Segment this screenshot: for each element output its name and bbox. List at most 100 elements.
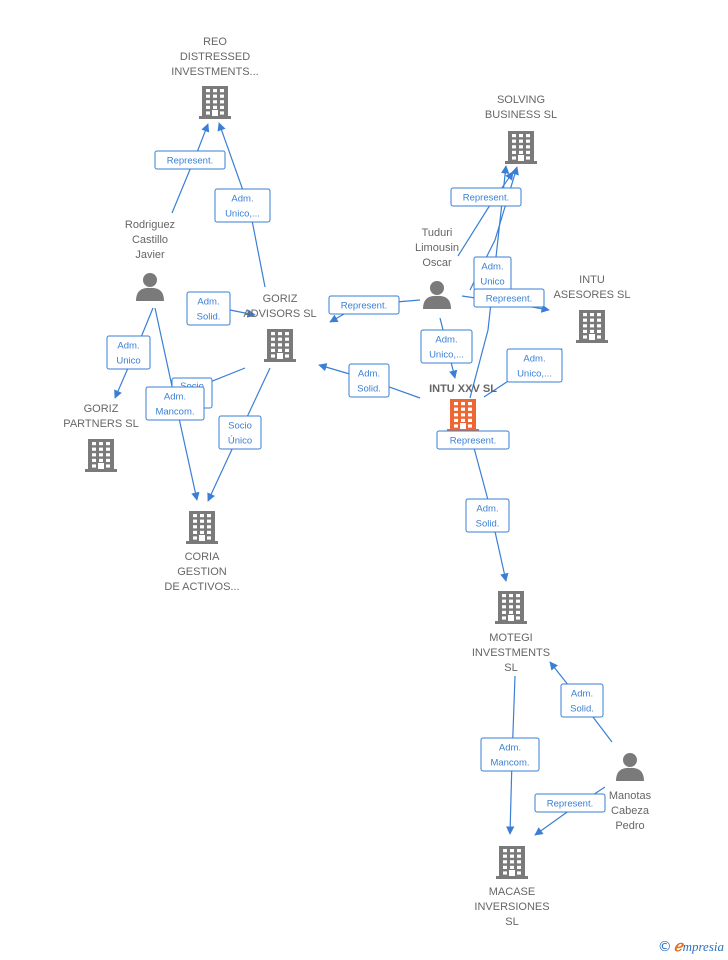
edge-label-box xyxy=(328,295,400,315)
edge-label-text: Adm. xyxy=(481,262,503,273)
node-label-line: Cabeza xyxy=(611,805,650,817)
edge-label-e1[interactable]: Represent. xyxy=(154,150,226,170)
edge-label-text: Único xyxy=(228,436,252,447)
node-intu-xxv[interactable]: INTU XXV SL xyxy=(429,383,497,432)
edge-label-text: Adm. xyxy=(435,335,457,346)
edge-label-e3[interactable]: Adm. Solid. xyxy=(186,291,231,326)
edge-layer xyxy=(114,122,613,836)
node-label-line: Castillo xyxy=(132,234,168,246)
edge-label-text: Solid. xyxy=(197,312,221,323)
edge-label-text: Represent. xyxy=(463,193,509,204)
node-label-line: SL xyxy=(505,916,518,928)
edge-label-e6[interactable]: Adm. Mancom. xyxy=(145,386,205,421)
node-label-line: Rodriguez xyxy=(125,219,175,231)
copyright-icon: © xyxy=(657,939,672,955)
node-label-line: MACASE xyxy=(489,886,535,898)
node-label-line: ADVISORS SL xyxy=(243,308,316,320)
edge-label-text: Mancom. xyxy=(155,407,194,418)
edge-label-box xyxy=(473,288,545,308)
node-label-line: REO xyxy=(203,36,227,48)
node-label-line: PARTNERS SL xyxy=(63,418,138,430)
edge-label-text: Adm. xyxy=(164,392,186,403)
node-label-line: INVERSIONES xyxy=(474,901,549,913)
edge-label-e2[interactable]: Adm.Unico,... xyxy=(214,188,271,223)
edge-label-text: Represent. xyxy=(486,294,532,305)
edge-label-text: Adm. xyxy=(499,743,521,754)
edge-label-box xyxy=(214,188,271,223)
node-layer: REO DISTRESSED INVESTMENTS... SOLVINGBUSINE… xyxy=(63,36,651,928)
edge-label-box xyxy=(145,386,205,421)
edge-label-box xyxy=(450,187,522,207)
edge-label-text: Unico xyxy=(116,356,140,367)
edge-label-e13[interactable]: Adm.Unico,... xyxy=(506,348,563,383)
node-label-line: ASESORES SL xyxy=(553,289,630,301)
edge-label-e17[interactable]: Adm. Solid. xyxy=(560,683,604,718)
edge-label-box xyxy=(154,150,226,170)
node-label-line: MOTEGI xyxy=(489,632,532,644)
edge-label-text: Mancom. xyxy=(490,758,529,769)
edge-label-text: Represent. xyxy=(547,799,593,810)
node-label-line: GESTION xyxy=(177,566,227,578)
building-icon xyxy=(495,591,527,624)
building-icon xyxy=(447,399,479,432)
building-icon xyxy=(264,329,296,362)
edge-label-text: Adm. xyxy=(571,689,593,700)
edge-label-box xyxy=(506,348,563,383)
edge-label-box xyxy=(465,498,510,533)
edge-label-e19[interactable]: Represent. xyxy=(534,793,606,813)
node-label-line: Limousin xyxy=(415,242,459,254)
edge-label-box xyxy=(420,329,473,364)
edge-label-e9[interactable]: Adm.Unico xyxy=(473,256,512,291)
edge-label-text: Solid. xyxy=(357,384,381,395)
building-icon xyxy=(199,86,231,119)
edge-label-text: Represent. xyxy=(450,436,496,447)
edge-label-e18[interactable]: Adm. Mancom. xyxy=(480,737,540,772)
node-label-line: DISTRESSED xyxy=(180,51,250,63)
edge-label-e12[interactable]: Adm.Unico,... xyxy=(420,329,473,364)
edge-line-e10 xyxy=(457,171,514,257)
edge-label-text: Solid. xyxy=(570,704,594,715)
edge-label-e4[interactable]: Adm. Unico xyxy=(106,335,151,370)
node-macase[interactable]: MACASE INVERSIONES SL xyxy=(474,846,550,928)
edge-label-text: Adm. xyxy=(197,297,219,308)
edge-label-box xyxy=(348,363,390,398)
person-icon xyxy=(136,273,164,301)
edge-label-e11[interactable]: Represent. xyxy=(473,288,545,308)
brand-logo-letter: ℯ xyxy=(673,939,683,955)
edge-label-e10[interactable]: Represent. xyxy=(450,187,522,207)
edge-label-e14[interactable]: Adm.Solid. xyxy=(348,363,390,398)
building-icon xyxy=(576,310,608,343)
node-label-line: BUSINESS SL xyxy=(485,109,557,121)
building-icon xyxy=(505,131,537,164)
edge-label-text: Solid. xyxy=(476,519,500,530)
edge-label-e8[interactable]: Represent. xyxy=(328,295,400,315)
brand-footer: ©ℯmpresia xyxy=(658,937,724,956)
person-icon xyxy=(423,281,451,309)
node-label-line: INVESTMENTS... xyxy=(171,66,258,78)
building-icon xyxy=(496,846,528,879)
node-reo[interactable]: REO DISTRESSED INVESTMENTS... xyxy=(171,36,259,119)
edge-label-box xyxy=(480,737,540,772)
edge-label-text: Adm. xyxy=(476,504,498,515)
node-label-line: Javier xyxy=(135,249,165,261)
node-label-line: INTU XXV SL xyxy=(429,383,497,395)
edge-label-e15[interactable]: Represent. xyxy=(436,430,510,450)
edge-label-box xyxy=(534,793,606,813)
building-icon xyxy=(186,511,218,544)
edge-label-box xyxy=(186,291,231,326)
edge-label-e16[interactable]: Adm. Solid. xyxy=(465,498,510,533)
edge-label-text: Adm. xyxy=(117,341,139,352)
edge-line-e15 xyxy=(469,165,510,399)
node-label-line: CORIA xyxy=(185,551,221,563)
edge-label-box xyxy=(560,683,604,718)
